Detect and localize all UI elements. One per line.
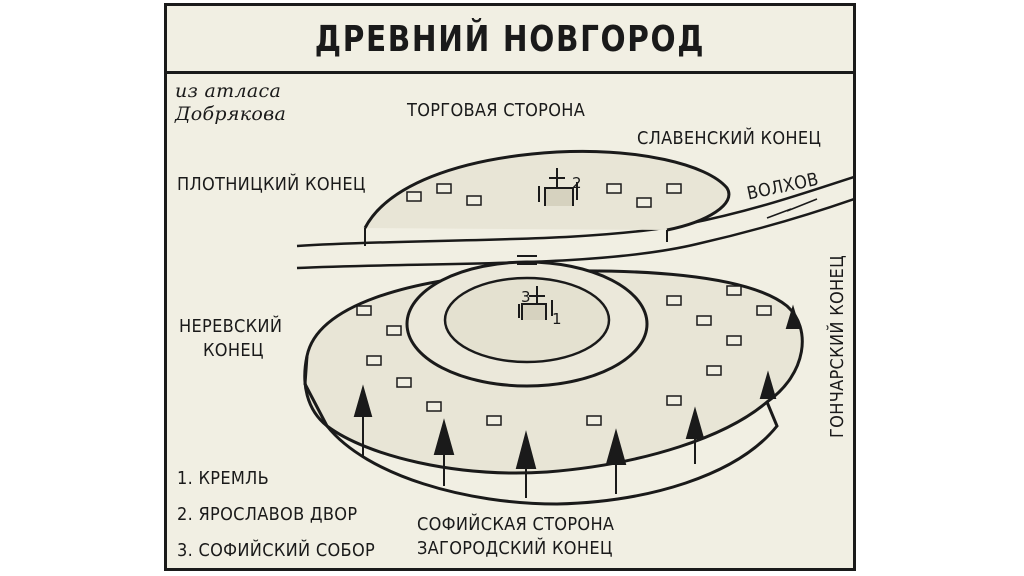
legend-item-kremlin: 1. КРЕМЛЬ [177, 468, 270, 489]
legend-item-sofia-cathedral: 3. СОФИЙСКИЙ СОБОР [177, 540, 376, 561]
bridge [517, 255, 537, 265]
label-nerevsky-konets: КОНЕЦ [203, 340, 264, 361]
marker-2: 2 [572, 174, 582, 192]
label-slavensky-konets: СЛАВЕНСКИЙ КОНЕЦ [637, 128, 822, 149]
city-illustration: 1 2 3 [296, 149, 853, 506]
label-nerevsky: НЕРЕВСКИЙ [179, 316, 283, 337]
legend-item-yaroslav-court: 2. ЯРОСЛАВОВ ДВОР [177, 504, 358, 525]
label-zagorodsky-konets: ЗАГОРОДСКИЙ КОНЕЦ [417, 538, 613, 559]
title-bar: ДРЕВНИЙ НОВГОРОД [167, 6, 853, 74]
volkhov-river-bank [296, 198, 853, 270]
map-frame: ДРЕВНИЙ НОВГОРОД [164, 3, 856, 571]
marker-1: 1 [552, 310, 562, 328]
label-torgovaya-storona: ТОРГОВАЯ СТОРОНА [407, 100, 586, 121]
source-line-1: из атласа [175, 80, 282, 102]
marker-3: 3 [521, 288, 531, 306]
label-goncharsky-konets: ГОНЧАРСКИЙ КОНЕЦ [827, 255, 848, 438]
label-sofiyskaya-storona: СОФИЙСКАЯ СТОРОНА [417, 514, 615, 535]
sofiyskaya-wall-face [325, 401, 779, 506]
map-title: ДРЕВНИЙ НОВГОРОД [314, 19, 706, 60]
source-line-2: Добрякова [175, 103, 287, 125]
label-plotnitsky-konets: ПЛОТНИЦКИЙ КОНЕЦ [177, 174, 366, 195]
